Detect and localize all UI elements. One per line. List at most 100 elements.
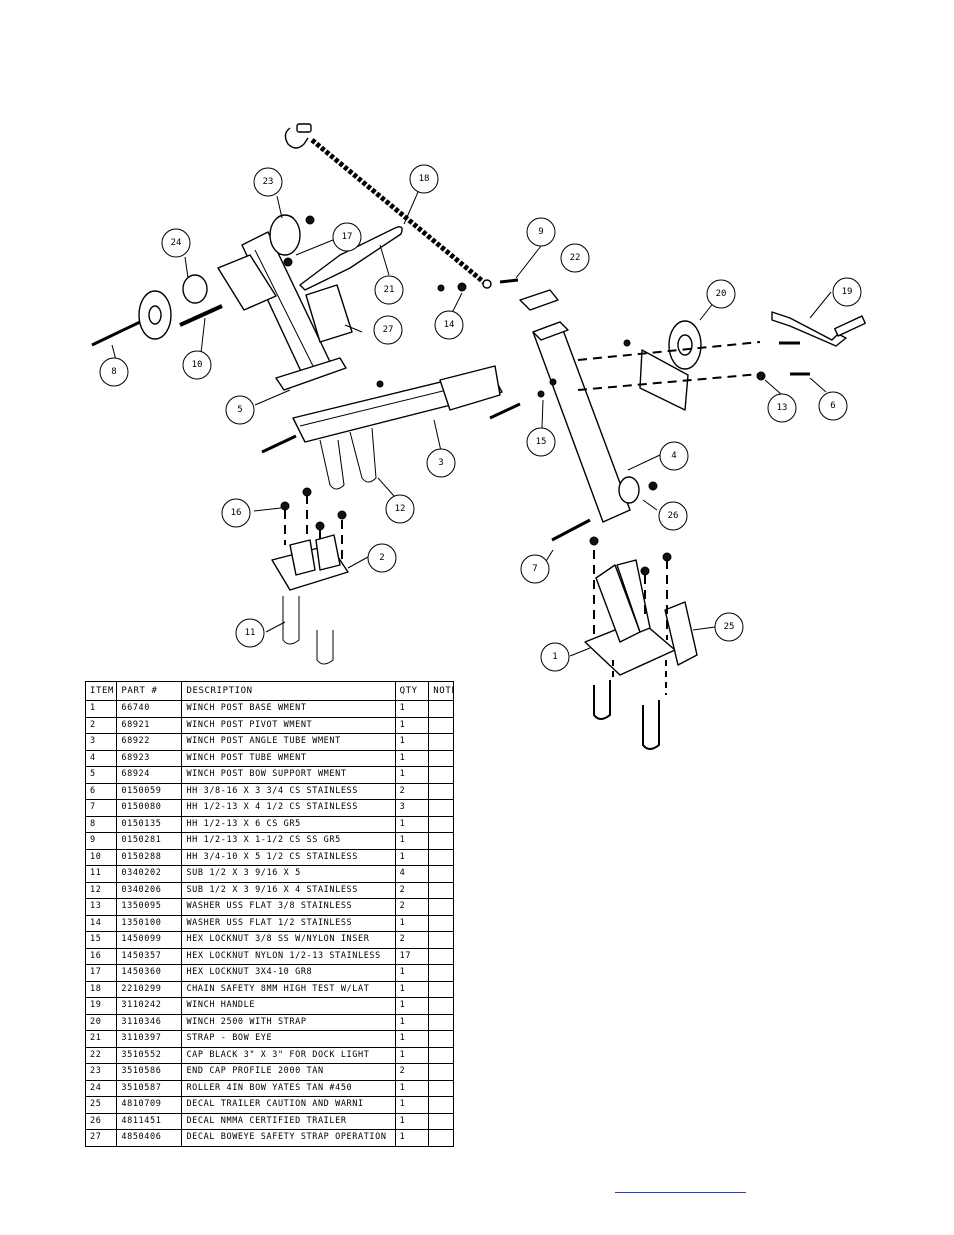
cell-item: 5 [84, 766, 118, 784]
callout-12: 12 [385, 494, 415, 524]
callout-4: 4 [659, 441, 689, 471]
cell-qty: 1 [394, 832, 430, 850]
cell-qty: 1 [394, 1079, 430, 1097]
cell-note [428, 766, 454, 784]
callout-22: 22 [560, 243, 590, 273]
cell-part-number: 0150281 [116, 832, 183, 850]
svg-text:25: 25 [724, 622, 735, 632]
cell-part-number: 3510586 [116, 1063, 183, 1081]
footer-link-underline[interactable] [615, 1192, 746, 1193]
cell-part-number: 0150059 [116, 782, 183, 800]
cell-part-number: 4850406 [116, 1129, 183, 1147]
cell-qty: 2 [394, 931, 430, 949]
callout-21: 21 [374, 275, 404, 305]
cell-qty: 1 [394, 964, 430, 982]
svg-text:12: 12 [395, 504, 406, 514]
cell-note [428, 997, 454, 1015]
cell-item: 22 [84, 1046, 118, 1064]
cell-item: 3 [84, 733, 118, 751]
svg-text:23: 23 [263, 177, 274, 187]
cell-qty: 2 [394, 898, 430, 916]
cell-qty: 1 [394, 1096, 430, 1114]
cell-note [428, 1112, 454, 1130]
winch-post-assembly [437, 278, 866, 542]
cell-part-number: 4810709 [116, 1096, 183, 1114]
cell-description: CAP BLACK 3" X 3" FOR DOCK LIGHT [181, 1046, 396, 1064]
cell-description: END CAP PROFILE 2000 TAN [181, 1063, 396, 1081]
leader-lines [111, 191, 832, 657]
callout-8: 8 [99, 357, 129, 387]
cell-item: 12 [84, 881, 118, 899]
svg-text:19: 19 [842, 287, 853, 297]
cell-qty: 1 [394, 815, 430, 833]
cell-note [428, 865, 454, 883]
callout-19: 19 [832, 277, 862, 307]
cell-note [428, 832, 454, 850]
cell-description: SUB 1/2 X 3 9/16 X 5 [181, 865, 396, 883]
cell-qty: 1 [394, 749, 430, 767]
cell-description: HH 1/2-13 X 6 CS GR5 [181, 815, 396, 833]
cell-item: 25 [84, 1096, 118, 1114]
cell-item: 2 [84, 716, 118, 734]
header-qty: QTY [394, 681, 430, 701]
svg-text:26: 26 [668, 511, 679, 521]
cell-note [428, 848, 454, 866]
cell-item: 19 [84, 997, 118, 1015]
cell-note [428, 1063, 454, 1081]
header-description: DESCRIPTION [181, 681, 396, 701]
cell-note [428, 782, 454, 800]
cell-note [428, 914, 454, 932]
svg-text:8: 8 [111, 367, 116, 377]
cell-note [428, 947, 454, 965]
cell-note [428, 881, 454, 899]
callout-26: 26 [658, 501, 688, 531]
cell-description: ROLLER 4IN BOW YATES TAN #450 [181, 1079, 396, 1097]
cell-description: HH 1/2-13 X 1-1/2 CS SS GR5 [181, 832, 396, 850]
callout-11: 11 [235, 618, 265, 648]
callout-3: 3 [426, 448, 456, 478]
cell-description: HH 3/4-10 X 5 1/2 CS STAINLESS [181, 848, 396, 866]
cell-note [428, 964, 454, 982]
cell-part-number: 68924 [116, 766, 183, 784]
svg-text:24: 24 [171, 238, 182, 248]
cell-qty: 1 [394, 766, 430, 784]
cell-description: CHAIN SAFETY 8MM HIGH TEST W/LAT [181, 980, 396, 998]
exploded-parts-diagram: 23 18 24 17 21 9 22 20 19 27 14 8 10 5 1… [91, 123, 866, 676]
callout-23: 23 [253, 167, 283, 197]
cell-note [428, 1030, 454, 1048]
cell-item: 8 [84, 815, 118, 833]
cell-part-number: 1450099 [116, 931, 183, 949]
cell-qty: 2 [394, 881, 430, 899]
cell-item: 27 [84, 1129, 118, 1147]
cell-description: DECAL NMMA CERTIFIED TRAILER [181, 1112, 396, 1130]
callout-7: 7 [520, 554, 550, 584]
callout-1: 1 [540, 642, 570, 672]
cell-part-number: 68921 [116, 716, 183, 734]
cell-part-number: 1450360 [116, 964, 183, 982]
cell-qty: 2 [394, 782, 430, 800]
cell-part-number: 66740 [116, 700, 183, 718]
cell-part-number: 1350100 [116, 914, 183, 932]
cell-item: 9 [84, 832, 118, 850]
svg-text:21: 21 [384, 285, 395, 295]
cell-note [428, 716, 454, 734]
cell-note [428, 1013, 454, 1031]
cell-item: 16 [84, 947, 118, 965]
svg-text:7: 7 [532, 564, 537, 574]
cell-note [428, 980, 454, 998]
svg-text:16: 16 [231, 508, 242, 518]
